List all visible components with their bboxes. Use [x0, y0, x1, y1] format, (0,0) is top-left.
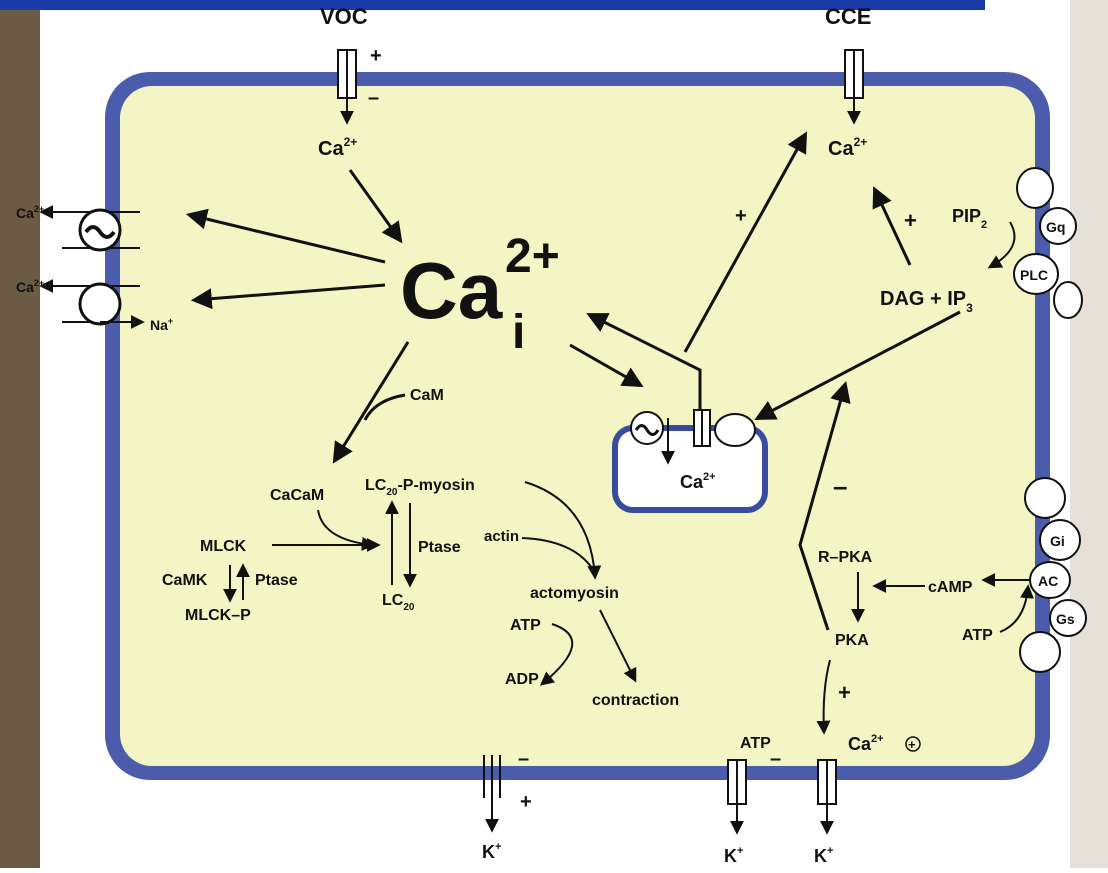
- k3-label: K+: [814, 845, 833, 866]
- kca-channel: [817, 759, 837, 835]
- k1-label: K+: [482, 841, 501, 862]
- lc20-label: LC20: [382, 592, 415, 613]
- k1-plus: +: [520, 791, 532, 813]
- contraction-arrow: [599, 609, 637, 683]
- k2-label: K+: [724, 845, 743, 866]
- atp-label-2: ATP: [740, 735, 771, 752]
- cce-calcium: Ca2+: [828, 135, 867, 160]
- ca-left2: Ca2+: [16, 278, 44, 295]
- na-ca-exchanger: [39, 279, 145, 329]
- lc20p-label: LC20-P-myosin: [365, 477, 475, 498]
- atp-to-adp-arrow: [539, 623, 573, 686]
- gi-label: Gi: [1050, 533, 1065, 549]
- atp-to-ac-arrow: [999, 584, 1035, 633]
- sarcoplasmic-reticulum: [612, 425, 768, 513]
- background-photo-left: [0, 0, 40, 868]
- intracellular-calcium-sup: 2+: [505, 230, 560, 283]
- kca-calcium: Ca2+: [848, 733, 884, 754]
- plus-pka-kca: +: [838, 680, 851, 705]
- actin-label: actin: [484, 528, 519, 545]
- camk-label: CaMK: [162, 572, 208, 589]
- gi-ac-gs-complex: [1019, 477, 1087, 673]
- mlck-label: MLCK: [200, 538, 247, 555]
- cell-cytoplasm: [120, 86, 1035, 766]
- sr-calcium: Ca2+: [680, 471, 716, 492]
- dag-ip3-label: DAG + IP3: [880, 288, 973, 315]
- plus-sr-to-cce: +: [735, 205, 747, 227]
- contraction-label: contraction: [592, 692, 679, 709]
- cce-label: CCE: [825, 4, 871, 29]
- ptase1-label: Ptase: [255, 572, 298, 589]
- ca-pump-left: [39, 205, 140, 252]
- cacam-label: CaCaM: [270, 487, 324, 504]
- voc-minus: –: [368, 87, 379, 109]
- voc-calcium: Ca2+: [318, 135, 357, 160]
- voc-label: VOC: [320, 4, 368, 29]
- kca-plus-sign: +: [908, 737, 916, 752]
- pka-to-kca-arrow: [816, 659, 831, 735]
- atp-label-1: ATP: [510, 617, 541, 634]
- katp-minus: –: [770, 748, 781, 770]
- gq-label: Gq: [1046, 219, 1065, 235]
- plus-dag-to-cce: +: [904, 208, 917, 233]
- pka-inhibit-arrow: [798, 380, 851, 631]
- gq-plc-complex: [1013, 167, 1083, 319]
- background-photo-right: [1070, 0, 1108, 868]
- k-channel-1: [483, 755, 501, 833]
- ac-label: AC: [1038, 573, 1058, 589]
- sr-pump-and-channel: [630, 409, 756, 465]
- voc-channel: [337, 49, 357, 125]
- katp-channel: [727, 759, 747, 835]
- camp-label: cAMP: [928, 579, 973, 596]
- gs-label: Gs: [1056, 611, 1075, 627]
- voc-plus: +: [370, 45, 382, 67]
- rpka-label: R–PKA: [818, 549, 873, 566]
- mlckp-label: MLCK–P: [185, 607, 251, 624]
- intracellular-calcium-sub: i: [512, 306, 525, 359]
- pip2-arrow: [987, 221, 1016, 269]
- adp-label: ADP: [505, 671, 539, 688]
- cacam-arrow: [317, 509, 376, 551]
- cam-label: CaM: [410, 387, 444, 404]
- pip2-label: PIP2: [952, 206, 987, 231]
- ca-left1: Ca2+: [16, 204, 44, 221]
- kca-plus-circle: [905, 736, 921, 752]
- minus-pka: –: [833, 471, 847, 501]
- ptase2-label: Ptase: [418, 539, 461, 556]
- k1-minus: –: [518, 748, 529, 770]
- plc-label: PLC: [1020, 267, 1048, 283]
- header-banner: [0, 0, 985, 10]
- atp-label-3: ATP: [962, 627, 993, 644]
- pka-label: PKA: [835, 632, 869, 649]
- intracellular-calcium: Ca: [400, 246, 503, 335]
- cce-channel: [844, 49, 864, 125]
- actin-arrow: [524, 481, 602, 580]
- actomyosin-label: actomyosin: [530, 585, 619, 602]
- actin-join: [521, 537, 593, 569]
- na-label: Na+: [150, 316, 173, 333]
